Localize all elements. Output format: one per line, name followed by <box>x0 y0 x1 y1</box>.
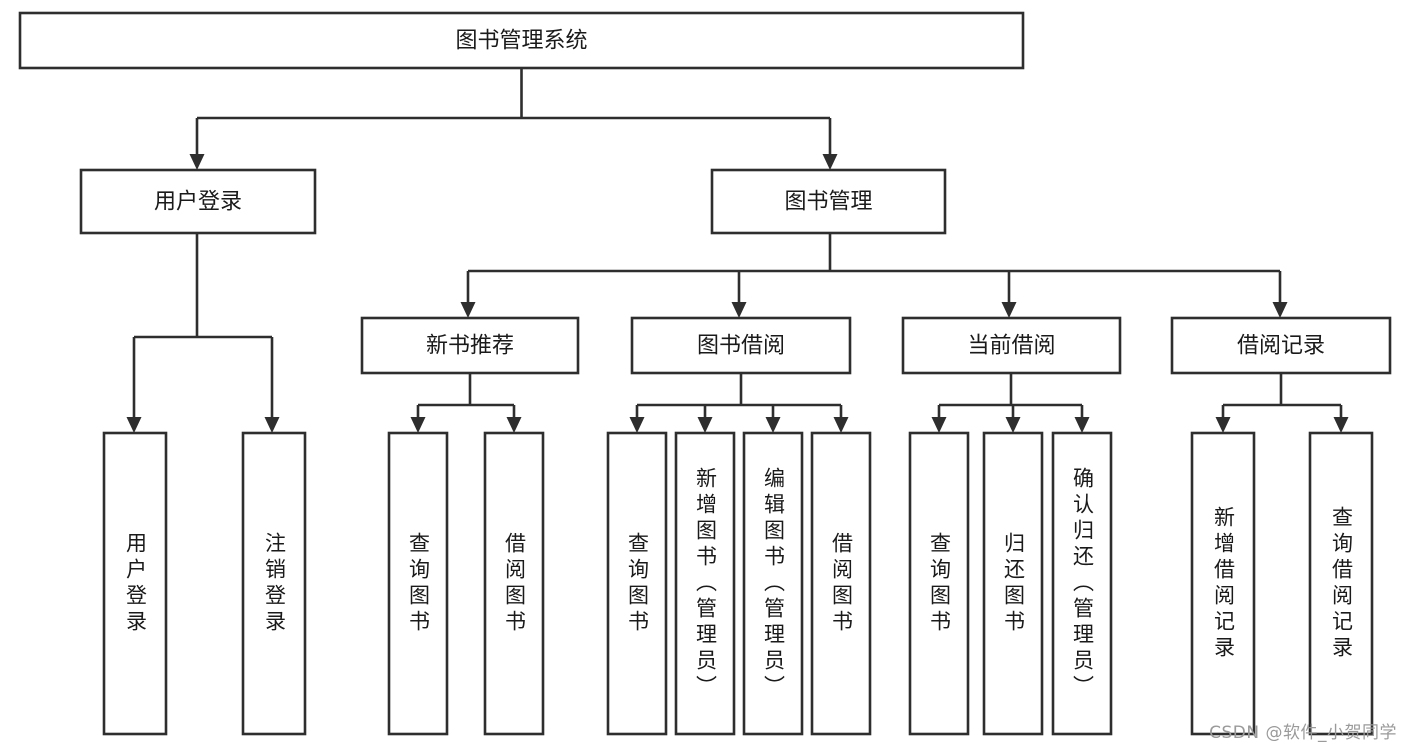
node-leaf-borrow-book-1-box[interactable] <box>483 431 545 736</box>
node-new-book-recommend-box[interactable] <box>360 316 580 375</box>
arrow-current-borrow <box>1001 302 1017 318</box>
arrow-new-book-recommend <box>460 302 476 318</box>
arrow-user-login <box>189 154 205 170</box>
node-borrow-record-label: 借阅记录 <box>1237 334 1325 359</box>
arrow-leaf-confirm-return-admin <box>1074 417 1090 433</box>
node-current-borrow-label: 当前借阅 <box>967 334 1055 359</box>
arrow-leaf-add-borrow-record <box>1215 417 1231 433</box>
node-book-borrow-label: 图书借阅 <box>697 334 785 359</box>
arrow-leaf-query-book-1 <box>410 417 426 433</box>
node-leaf-return-book-box[interactable] <box>982 431 1044 736</box>
node-book-borrow-box[interactable] <box>630 316 852 375</box>
arrow-borrow-record <box>1272 302 1288 318</box>
arrow-leaf-logout-login <box>264 417 280 433</box>
arrow-leaf-query-book-2 <box>629 417 645 433</box>
arrow-book-borrow <box>731 302 747 318</box>
node-current-borrow-box[interactable] <box>901 316 1122 375</box>
arrow-leaf-add-book-admin <box>697 417 713 433</box>
node-leaf-query-book-1-box[interactable] <box>387 431 449 736</box>
arrow-leaf-borrow-book-1 <box>506 417 522 433</box>
arrow-leaf-user-login <box>126 417 142 433</box>
node-new-book-recommend-label: 新书推荐 <box>426 334 514 359</box>
node-leaf-logout-login-box[interactable] <box>241 431 307 736</box>
node-leaf-confirm-return-admin-box[interactable] <box>1051 431 1113 736</box>
node-root-label: 图书管理系统 <box>455 29 587 54</box>
arrow-layer <box>126 154 1349 433</box>
node-leaf-add-book-admin-box[interactable] <box>674 431 736 736</box>
arrow-leaf-return-book <box>1005 417 1021 433</box>
box-layer <box>18 11 1392 736</box>
node-leaf-query-book-2-box[interactable] <box>606 431 668 736</box>
node-leaf-query-book-3-box[interactable] <box>908 431 970 736</box>
node-leaf-borrow-book-2-box[interactable] <box>810 431 872 736</box>
node-leaf-user-login-box[interactable] <box>102 431 168 736</box>
arrow-leaf-edit-book-admin <box>765 417 781 433</box>
arrow-leaf-query-borrow-record <box>1333 417 1349 433</box>
connector-layer <box>132 68 1343 419</box>
node-user-login-box[interactable] <box>79 168 317 235</box>
node-borrow-record-box[interactable] <box>1170 316 1392 375</box>
node-leaf-query-borrow-record-box[interactable] <box>1308 431 1374 736</box>
arrow-leaf-query-book-3 <box>931 417 947 433</box>
node-book-management-box[interactable] <box>710 168 947 235</box>
node-user-login-label: 用户登录 <box>154 190 242 215</box>
node-leaf-edit-book-admin-box[interactable] <box>742 431 804 736</box>
node-leaf-add-borrow-record-box[interactable] <box>1190 431 1256 736</box>
node-root-box[interactable] <box>18 11 1025 70</box>
arrow-leaf-borrow-book-2 <box>833 417 849 433</box>
arrow-book-management <box>822 154 838 170</box>
node-book-management-label: 图书管理 <box>784 190 872 215</box>
